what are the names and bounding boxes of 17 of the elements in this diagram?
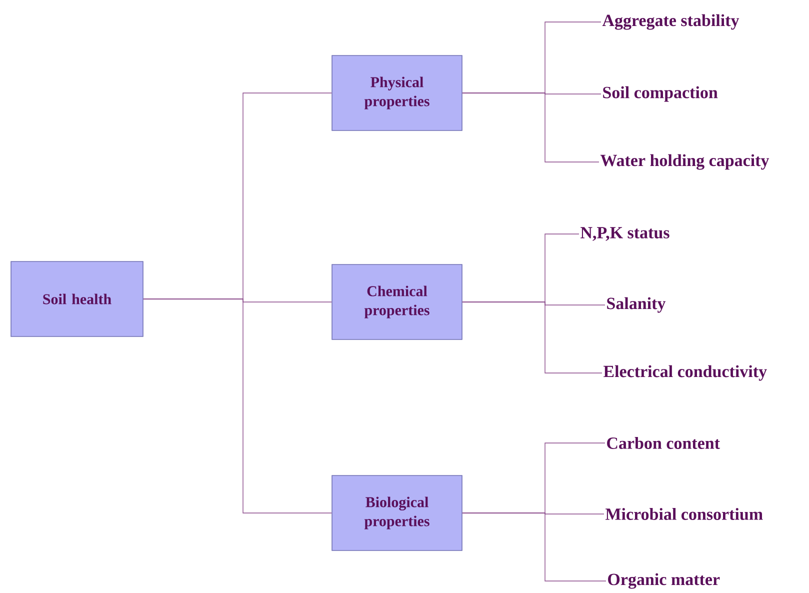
leaf-label: Organic matter (608, 573, 720, 589)
process-box: Biological properties (332, 475, 462, 551)
process-box: Chemical properties (332, 264, 462, 340)
leaf-label: N,P,K status (580, 227, 670, 241)
connector-line (462, 92, 600, 162)
process-box: Physical properties (332, 55, 462, 131)
leaf-label: Aggregate stability (602, 14, 740, 30)
leaf-label: Electrical conductivity (604, 365, 767, 381)
process-box: Soil health (10, 261, 144, 337)
connector-line (143, 298, 332, 514)
leaf-label: Salanity (607, 297, 666, 313)
connector-line (462, 512, 606, 582)
leaf-label: Carbon content (607, 437, 720, 449)
leaf-label: Microbial consortium (606, 508, 763, 520)
leaf-label: Soil compaction (603, 86, 718, 102)
connector-line (462, 302, 602, 374)
leaf-label: Water holding capacity (600, 154, 770, 170)
